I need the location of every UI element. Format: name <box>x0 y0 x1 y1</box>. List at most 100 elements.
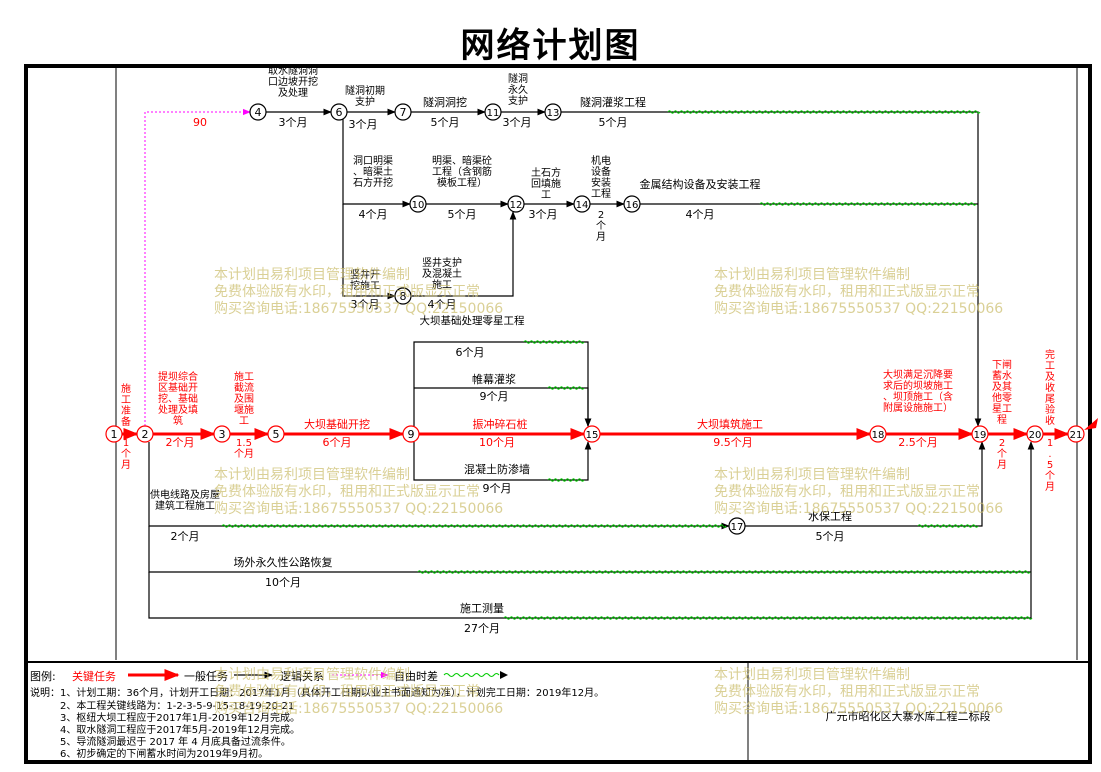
float-2-17 <box>221 524 727 528</box>
node-5[interactable]: 5 <box>267 425 285 443</box>
legend-float-line <box>443 673 500 677</box>
act-a9_15-curtain-name: 帷幕灌浆 <box>472 372 516 386</box>
dur-a9_15-wall: 9个月 <box>483 482 512 495</box>
dur-a9_15-curtain: 9个月 <box>480 390 509 403</box>
dur-a9_15-crit: 10个月 <box>479 436 515 449</box>
act-a13_19-name: 隧洞灌浆工程 <box>580 95 646 109</box>
node-7-label: 7 <box>400 106 407 119</box>
dur-a7_11: 5个月 <box>431 116 460 129</box>
node-1-label: 1 <box>111 428 118 441</box>
node-2[interactable]: 2 <box>136 425 154 443</box>
act-a20_21-name: 完工及收尾验收 <box>1045 348 1055 427</box>
legend-critical-label: 关键任务 <box>72 670 116 683</box>
dur-road: 10个月 <box>265 576 301 589</box>
node-7[interactable]: 7 <box>394 103 412 121</box>
dur-a6_10: 4个月 <box>359 208 388 221</box>
node-1[interactable]: 1 <box>105 425 123 443</box>
node-20-label: 20 <box>1029 430 1042 441</box>
act-a12_14-name: 土石方回填施工 <box>531 166 561 201</box>
node-10[interactable]: 10 <box>409 195 427 213</box>
act-a9_15-crit-name: 振冲碎石桩 <box>473 417 528 431</box>
note-5: 5、导流隧洞最迟于 2017 年 4 月底具备过流条件。 <box>60 737 291 748</box>
act-a4_6-name: 取水隧洞洞口边坡开挖及处理 <box>268 64 318 99</box>
act-a16_19-name: 金属结构设备及安装工程 <box>640 177 761 191</box>
act-a15_18-name: 大坝填筑施工 <box>697 417 763 431</box>
act-a6_8-name: 竖井开挖施工 <box>350 268 380 292</box>
act-a11_13-name: 隧洞永久支护 <box>508 72 528 107</box>
project-name: 广元市昭化区大寨水库工程二标段 <box>826 709 991 723</box>
legend-samples <box>128 669 508 681</box>
legend-float-label: 自由时差 <box>394 670 438 683</box>
node-17[interactable]: 17 <box>728 517 746 535</box>
node-21[interactable]: 21 <box>1067 425 1085 443</box>
edges-layer <box>122 108 1070 619</box>
node-6[interactable]: 6 <box>330 103 348 121</box>
node-9[interactable]: 9 <box>402 425 420 443</box>
dur-a13_19: 5个月 <box>599 116 628 129</box>
node-16[interactable]: 16 <box>623 195 641 213</box>
dur-a2_3: 2个月 <box>166 436 195 449</box>
node-19-label: 19 <box>974 430 987 441</box>
float-road <box>417 570 1031 574</box>
node-16-label: 16 <box>626 200 639 211</box>
act-a6_10-name: 洞口明渠、暗渠土石方开挖 <box>353 155 393 189</box>
dur-a6_7: 3个月 <box>349 118 378 131</box>
float-survey <box>503 616 1033 620</box>
node-15-label: 15 <box>586 430 599 441</box>
legend-logic-label: 逻辑关系 <box>280 670 324 683</box>
float-9-15-top <box>523 340 585 344</box>
node-14-label: 14 <box>576 200 589 211</box>
act-a9_15-top-name: 大坝基础处理零星工程 <box>420 314 525 327</box>
note-6: 6、初步确定的下闸蓄水时间为2019年9月初。 <box>60 749 269 760</box>
node-21-label: 21 <box>1070 430 1083 441</box>
dur-a16_19: 4个月 <box>686 208 715 221</box>
node-3[interactable]: 3 <box>213 425 231 443</box>
dur-a11_13: 3个月 <box>503 116 532 129</box>
diagram-frame <box>24 64 1092 764</box>
float-13-19 <box>667 110 981 114</box>
node-5-label: 5 <box>273 428 280 441</box>
node-8[interactable]: 8 <box>394 287 412 305</box>
act-a18_19-name: 大坝满足沉降要求后的坝坡施工、坝顶施工（含附属设施施工） <box>883 368 953 414</box>
dur-a15_18: 9.5个月 <box>713 436 753 449</box>
act-a1_2-name: 施工准备 <box>121 382 131 428</box>
node-13[interactable]: 13 <box>544 103 562 121</box>
node-20[interactable]: 20 <box>1026 425 1044 443</box>
node-11-label: 11 <box>487 108 500 119</box>
node-19[interactable]: 19 <box>971 425 989 443</box>
act-a7_11-name: 隧洞洞挖 <box>423 95 467 109</box>
node-4-label: 4 <box>255 106 262 119</box>
node-12-label: 12 <box>510 200 523 211</box>
note-1: 说明：1、计划工期：36个月，计划开工日期：2017年1月（具体开工日期以业主书… <box>30 688 605 699</box>
node-9-label: 9 <box>408 428 415 441</box>
dur-a17_19: 5个月 <box>816 530 845 543</box>
dur-a6_8: 3个月 <box>351 298 380 311</box>
dur-a8_12: 4个月 <box>428 298 457 311</box>
node-18[interactable]: 18 <box>869 425 887 443</box>
node-10-label: 10 <box>412 200 425 211</box>
act-a6_7-name: 隧洞初期支护 <box>345 84 385 108</box>
node-14[interactable]: 14 <box>573 195 591 213</box>
act-a9_15-wall-name: 混凝土防渗墙 <box>464 462 530 476</box>
node-12[interactable]: 12 <box>507 195 525 213</box>
edge-13-19 <box>561 111 982 427</box>
node-4[interactable]: 4 <box>249 103 267 121</box>
node-2-label: 2 <box>142 428 149 441</box>
edge-9-15-curtain <box>414 387 592 427</box>
legend-general-label: 一般任务 <box>184 670 228 683</box>
note-4: 4、取水隧洞工程应于2017年5月-2019年12月完成。 <box>60 725 300 736</box>
dur-survey: 27个月 <box>464 622 500 635</box>
act-a2_3-name: 提坝综合区基础开挖、基础处理及填筑 <box>158 370 198 427</box>
float-17-19 <box>917 524 979 528</box>
activity-name-labels: 大坝基础开挖 振冲碎石桩 大坝填筑施工 大坝基础处理零星工程 帷幕灌浆 混凝土防… <box>234 95 853 615</box>
dur-a9_15-top: 6个月 <box>456 346 485 359</box>
node-11[interactable]: 11 <box>484 103 502 121</box>
node-15[interactable]: 15 <box>583 425 601 443</box>
